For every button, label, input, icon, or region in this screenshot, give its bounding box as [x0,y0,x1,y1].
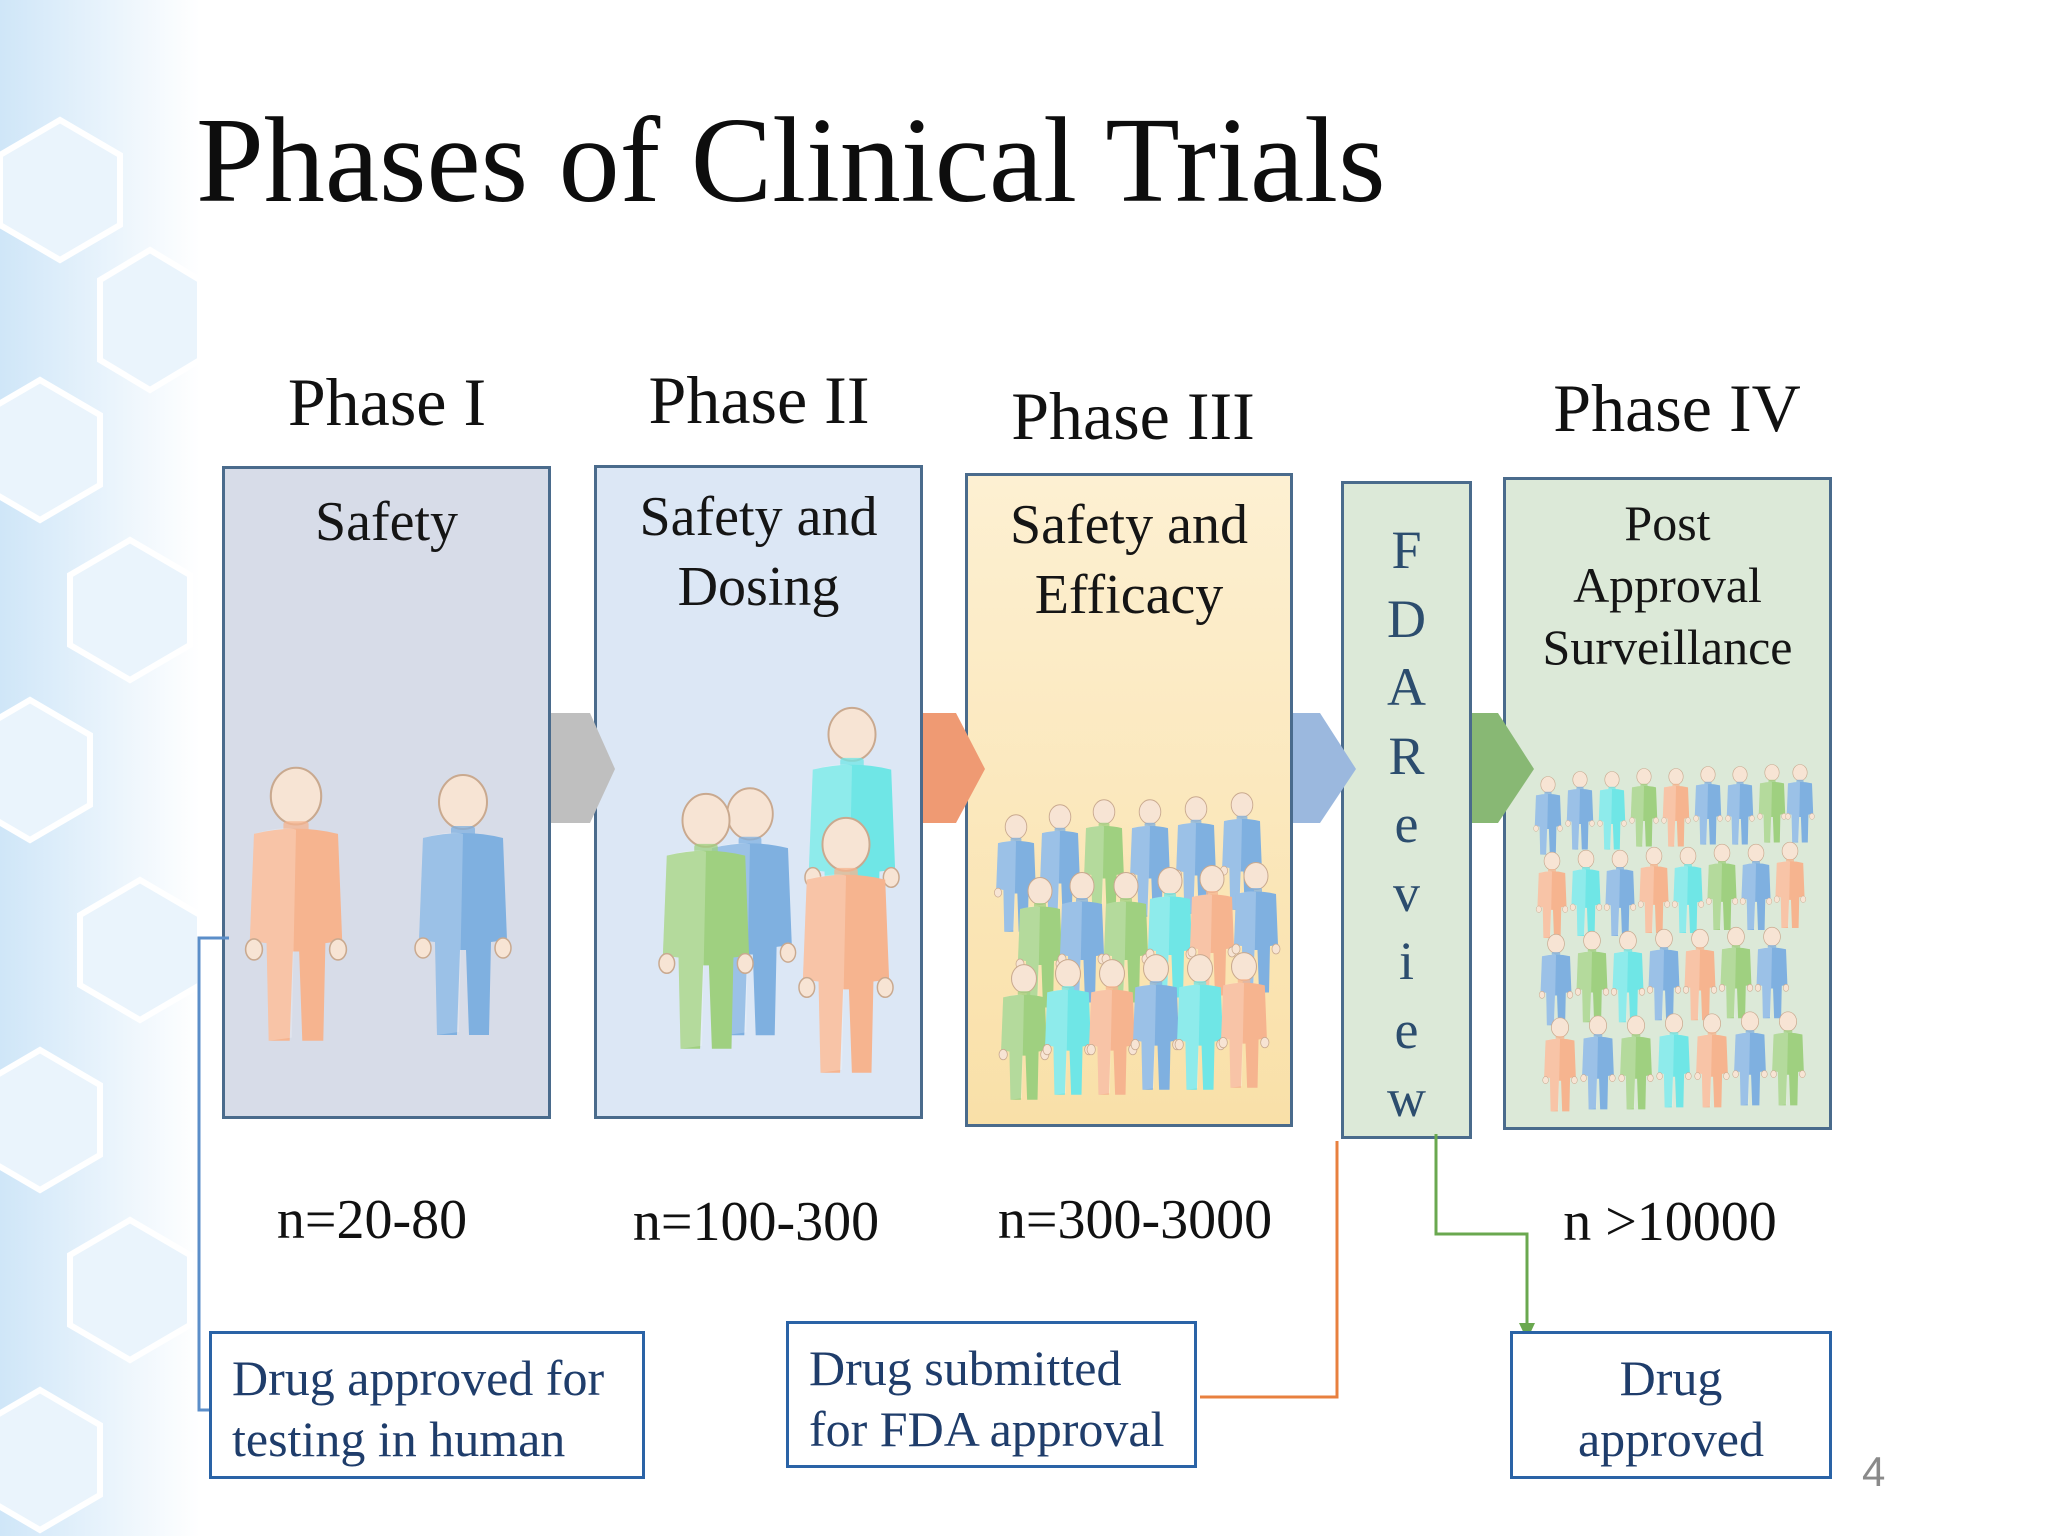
arrow-phase1-to-phase2 [551,713,615,823]
phase-4-participant-count: n >10000 [1563,1191,1777,1253]
milestone-drug-approved: Drug approved [1510,1331,1832,1479]
phase-2-participant-count: n=100-300 [632,1191,880,1253]
person-icon [1682,928,1718,1021]
fda-review-text: F D A R e v i e w [1344,516,1469,1133]
phase-4-focus-line: Post [1624,495,1711,551]
fda-review-letter: w [1387,1068,1426,1128]
fda-review-letter: F [1391,520,1422,580]
person-icon [1610,930,1646,1023]
phase-2-focus-line: Dosing [677,556,840,618]
phase-1-focus-line: Safety [314,491,459,553]
phase-1-participants [244,766,512,1042]
phase-3-focus-line: Efficacy [1034,564,1224,626]
person-icon [1538,933,1574,1026]
fda-review-box: F D A R e v i e w [1341,481,1472,1139]
person-icon [1693,766,1723,845]
connector-fda-submission [1200,1141,1339,1399]
fda-review-letter: D [1387,588,1426,649]
person-icon [1569,849,1603,937]
person-icon [1705,843,1739,931]
page-number: 4 [1862,1448,1886,1495]
slide-title: Phases of Clinical Trials [196,93,1386,228]
arrow-phase2-to-phase3 [923,713,985,823]
connector-drug-approved [1434,1134,1529,1323]
phase-4-focus: Post Approval Surveillance [1506,492,1829,678]
milestone-drug-approved-line: approved [1577,1411,1765,1467]
person-icon [1725,766,1755,845]
fda-review-letter: A [1387,657,1426,717]
hexagon-background [0,0,200,1536]
person-icon [1603,849,1637,937]
person-icon [1773,841,1807,929]
person-icon [1694,1013,1730,1108]
person-icon [1671,846,1705,934]
fda-review-letter: v [1393,862,1420,923]
milestone-fda-submission: Drug submitted for FDA approval [786,1321,1197,1468]
person-icon [1754,926,1790,1019]
milestone-drug-approved-line: Drug [1619,1350,1723,1406]
milestone-testing-approval-line: testing in human [232,1411,566,1467]
milestone-testing-approval-line: Drug approved for [232,1350,605,1406]
person-icon [1757,764,1787,843]
person-icon [1542,1017,1578,1112]
person-icon [1739,843,1773,931]
phase-4-focus-line: Approval [1573,557,1762,613]
phase-3-participants [993,792,1281,1101]
person-icon [1718,926,1754,1019]
person-icon [1580,1015,1616,1110]
fda-review-letter: R [1388,725,1425,786]
milestone-testing-approval: Drug approved for testing in human [209,1331,645,1479]
person-icon [1629,768,1659,847]
person-icon [1081,799,1127,918]
connector-testing-approval [197,936,229,1412]
milestone-fda-submission-line: Drug submitted [809,1340,1122,1396]
person-icon [1597,771,1627,850]
milestone-fda-submission-line: for FDA approval [809,1401,1165,1457]
phase-3-focus: Safety and Efficacy [968,490,1290,630]
phase-2-label: Phase II [648,362,870,438]
person-icon [1618,1015,1654,1110]
fda-review-letter: e [1394,794,1419,854]
fda-review-letter: e [1394,999,1419,1060]
phase-1-participant-count: n=20-80 [276,1189,468,1251]
person-icon [1656,1013,1692,1108]
arrow-phase3-to-review [1293,713,1356,823]
person-icon [998,964,1050,1101]
person-icon [1637,846,1671,934]
person-icon [1770,1011,1806,1106]
phase-1-label: Phase I [287,364,487,440]
person-icon [1661,768,1691,847]
phase-4-focus-line: Surveillance [1542,619,1793,675]
person-icon [1565,771,1595,850]
phase-3-label: Phase III [1011,378,1255,454]
person-icon [244,766,348,1042]
phase-3-participant-count: n=300-3000 [997,1189,1273,1251]
phase-3-focus-line: Safety and [1010,494,1248,556]
phase-2-focus-line: Safety and [639,486,878,548]
arrow-review-to-phase4 [1472,713,1534,823]
person-icon [1533,776,1563,855]
phase-1-focus: Safety [225,487,548,557]
fda-review-letter: i [1398,931,1414,991]
person-icon [414,774,512,1036]
phase-4-participants [1533,764,1815,1112]
phase-2-participants [657,706,901,1074]
person-icon [1785,764,1815,843]
person-icon [1574,930,1610,1023]
person-icon [1535,851,1569,939]
person-icon [1646,928,1682,1021]
phase-4-label: Phase IV [1553,370,1801,446]
phase-2-focus: Safety and Dosing [597,482,920,622]
person-icon [1732,1011,1768,1106]
